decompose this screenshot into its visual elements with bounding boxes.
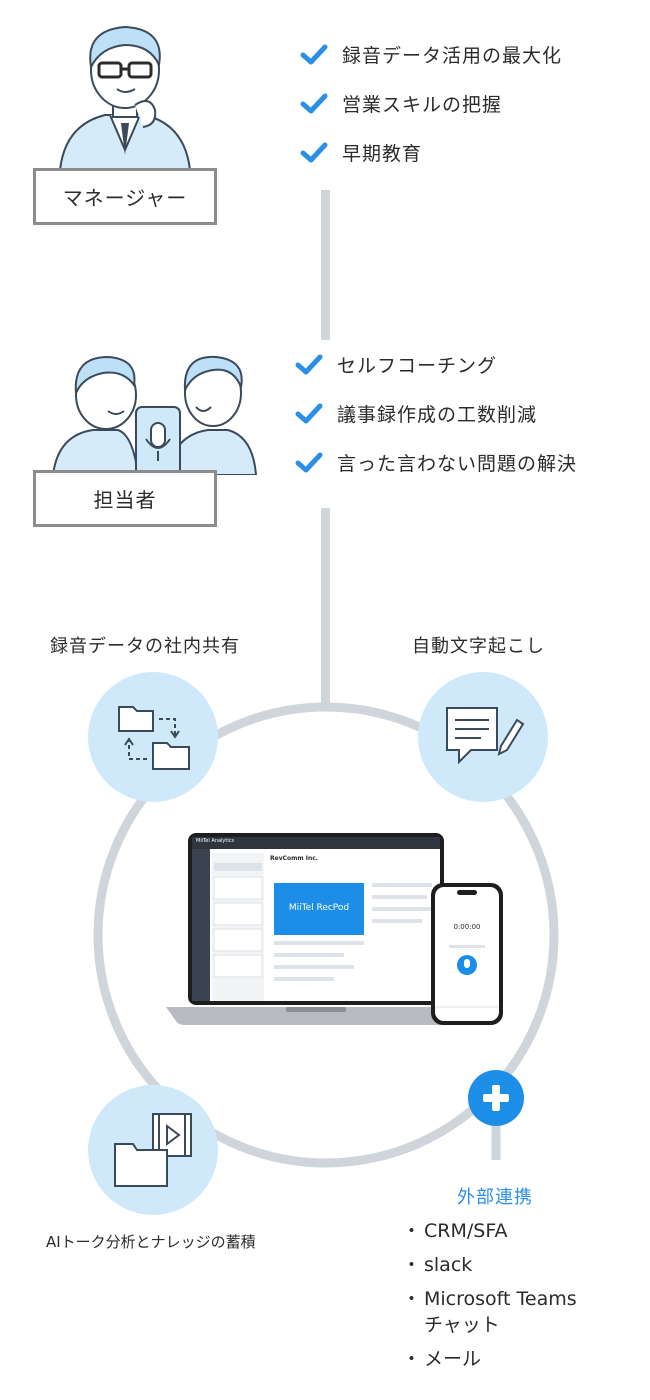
chat-edit-icon	[446, 707, 525, 765]
integrations-title: 外部連携	[457, 1187, 533, 1208]
manager-benefit-text: 営業スキルの把握	[342, 94, 503, 116]
manager-benefit-item: 早期教育	[300, 128, 562, 177]
laptop-banner-text: MiiTel RecPod	[288, 903, 350, 913]
integration-item: slack	[402, 1252, 577, 1278]
integration-item-text: slack	[424, 1254, 473, 1276]
integration-item-text: CRM/SFA	[424, 1220, 508, 1242]
integration-item-text: Microsoft Teams	[424, 1288, 577, 1310]
staff-role-box: 担当者	[33, 470, 217, 527]
feature-circle-analysis	[88, 1085, 218, 1215]
staff-role-label: 担当者	[93, 488, 157, 512]
staff-benefit-text: 議事録作成の工数削減	[337, 404, 538, 426]
feature-circle-sharing	[88, 672, 218, 802]
video-folder-icon	[114, 1113, 192, 1187]
phone-device: 0:00:00	[431, 883, 503, 1025]
checkmark-icon	[295, 452, 323, 472]
manager-illustration	[55, 15, 195, 175]
laptop-device: MiiTel Analytics RevComm Inc. MiiTel Rec…	[166, 833, 466, 1025]
integration-item: Microsoft Teams チャット	[402, 1286, 577, 1338]
checkmark-icon	[300, 44, 328, 64]
manager-benefit-text: 早期教育	[342, 143, 423, 165]
checkmark-icon	[295, 354, 323, 374]
connector-line-middle	[321, 508, 330, 706]
manager-benefit-text: 録音データ活用の最大化	[342, 45, 563, 67]
staff-benefit-text: 言った言わない問題の解決	[337, 453, 578, 475]
laptop-app-name: MiiTel Analytics	[196, 838, 235, 844]
feature-label-sharing: 録音データの社内共有	[50, 636, 240, 657]
checkmark-icon	[300, 142, 328, 162]
plus-icon	[483, 1085, 509, 1111]
manager-benefit-list: 録音データ活用の最大化 営業スキルの把握 早期教育	[300, 30, 562, 177]
feature-label-transcription: 自動文字起こし	[412, 636, 545, 657]
staff-benefit-list: セルフコーチング 議事録作成の工数削減 言った言わない問題の解決	[295, 340, 577, 487]
manager-benefit-item: 営業スキルの把握	[300, 79, 562, 128]
manager-benefit-item: 録音データ活用の最大化	[300, 30, 562, 79]
integration-item: CRM/SFA	[402, 1218, 577, 1244]
staff-benefit-item: 言った言わない問題の解決	[295, 438, 577, 487]
checkmark-icon	[295, 403, 323, 423]
staff-illustration	[48, 345, 258, 476]
phone-timer: 0:00:00	[453, 923, 481, 931]
connector-line-top	[321, 190, 330, 340]
checkmark-icon	[300, 93, 328, 113]
manager-role-box: マネージャー	[33, 168, 217, 225]
staff-benefit-item: 議事録作成の工数削減	[295, 389, 577, 438]
integration-item-subtext: チャット	[424, 1314, 500, 1336]
integration-item: メール	[402, 1346, 577, 1372]
feature-label-analysis: AIトーク分析とナレッジの蓄積	[46, 1233, 256, 1251]
laptop-company-name: RevComm Inc.	[270, 855, 319, 862]
staff-benefit-item: セルフコーチング	[295, 340, 577, 389]
manager-role-label: マネージャー	[62, 186, 188, 210]
integration-item-text: メール	[424, 1348, 482, 1370]
feature-circle-transcription	[418, 672, 548, 802]
staff-benefit-text: セルフコーチング	[337, 355, 498, 377]
folder-share-icon	[118, 706, 190, 770]
plus-circle	[468, 1070, 524, 1126]
integrations-list: CRM/SFA slack Microsoft Teams チャット メール	[402, 1218, 577, 1380]
